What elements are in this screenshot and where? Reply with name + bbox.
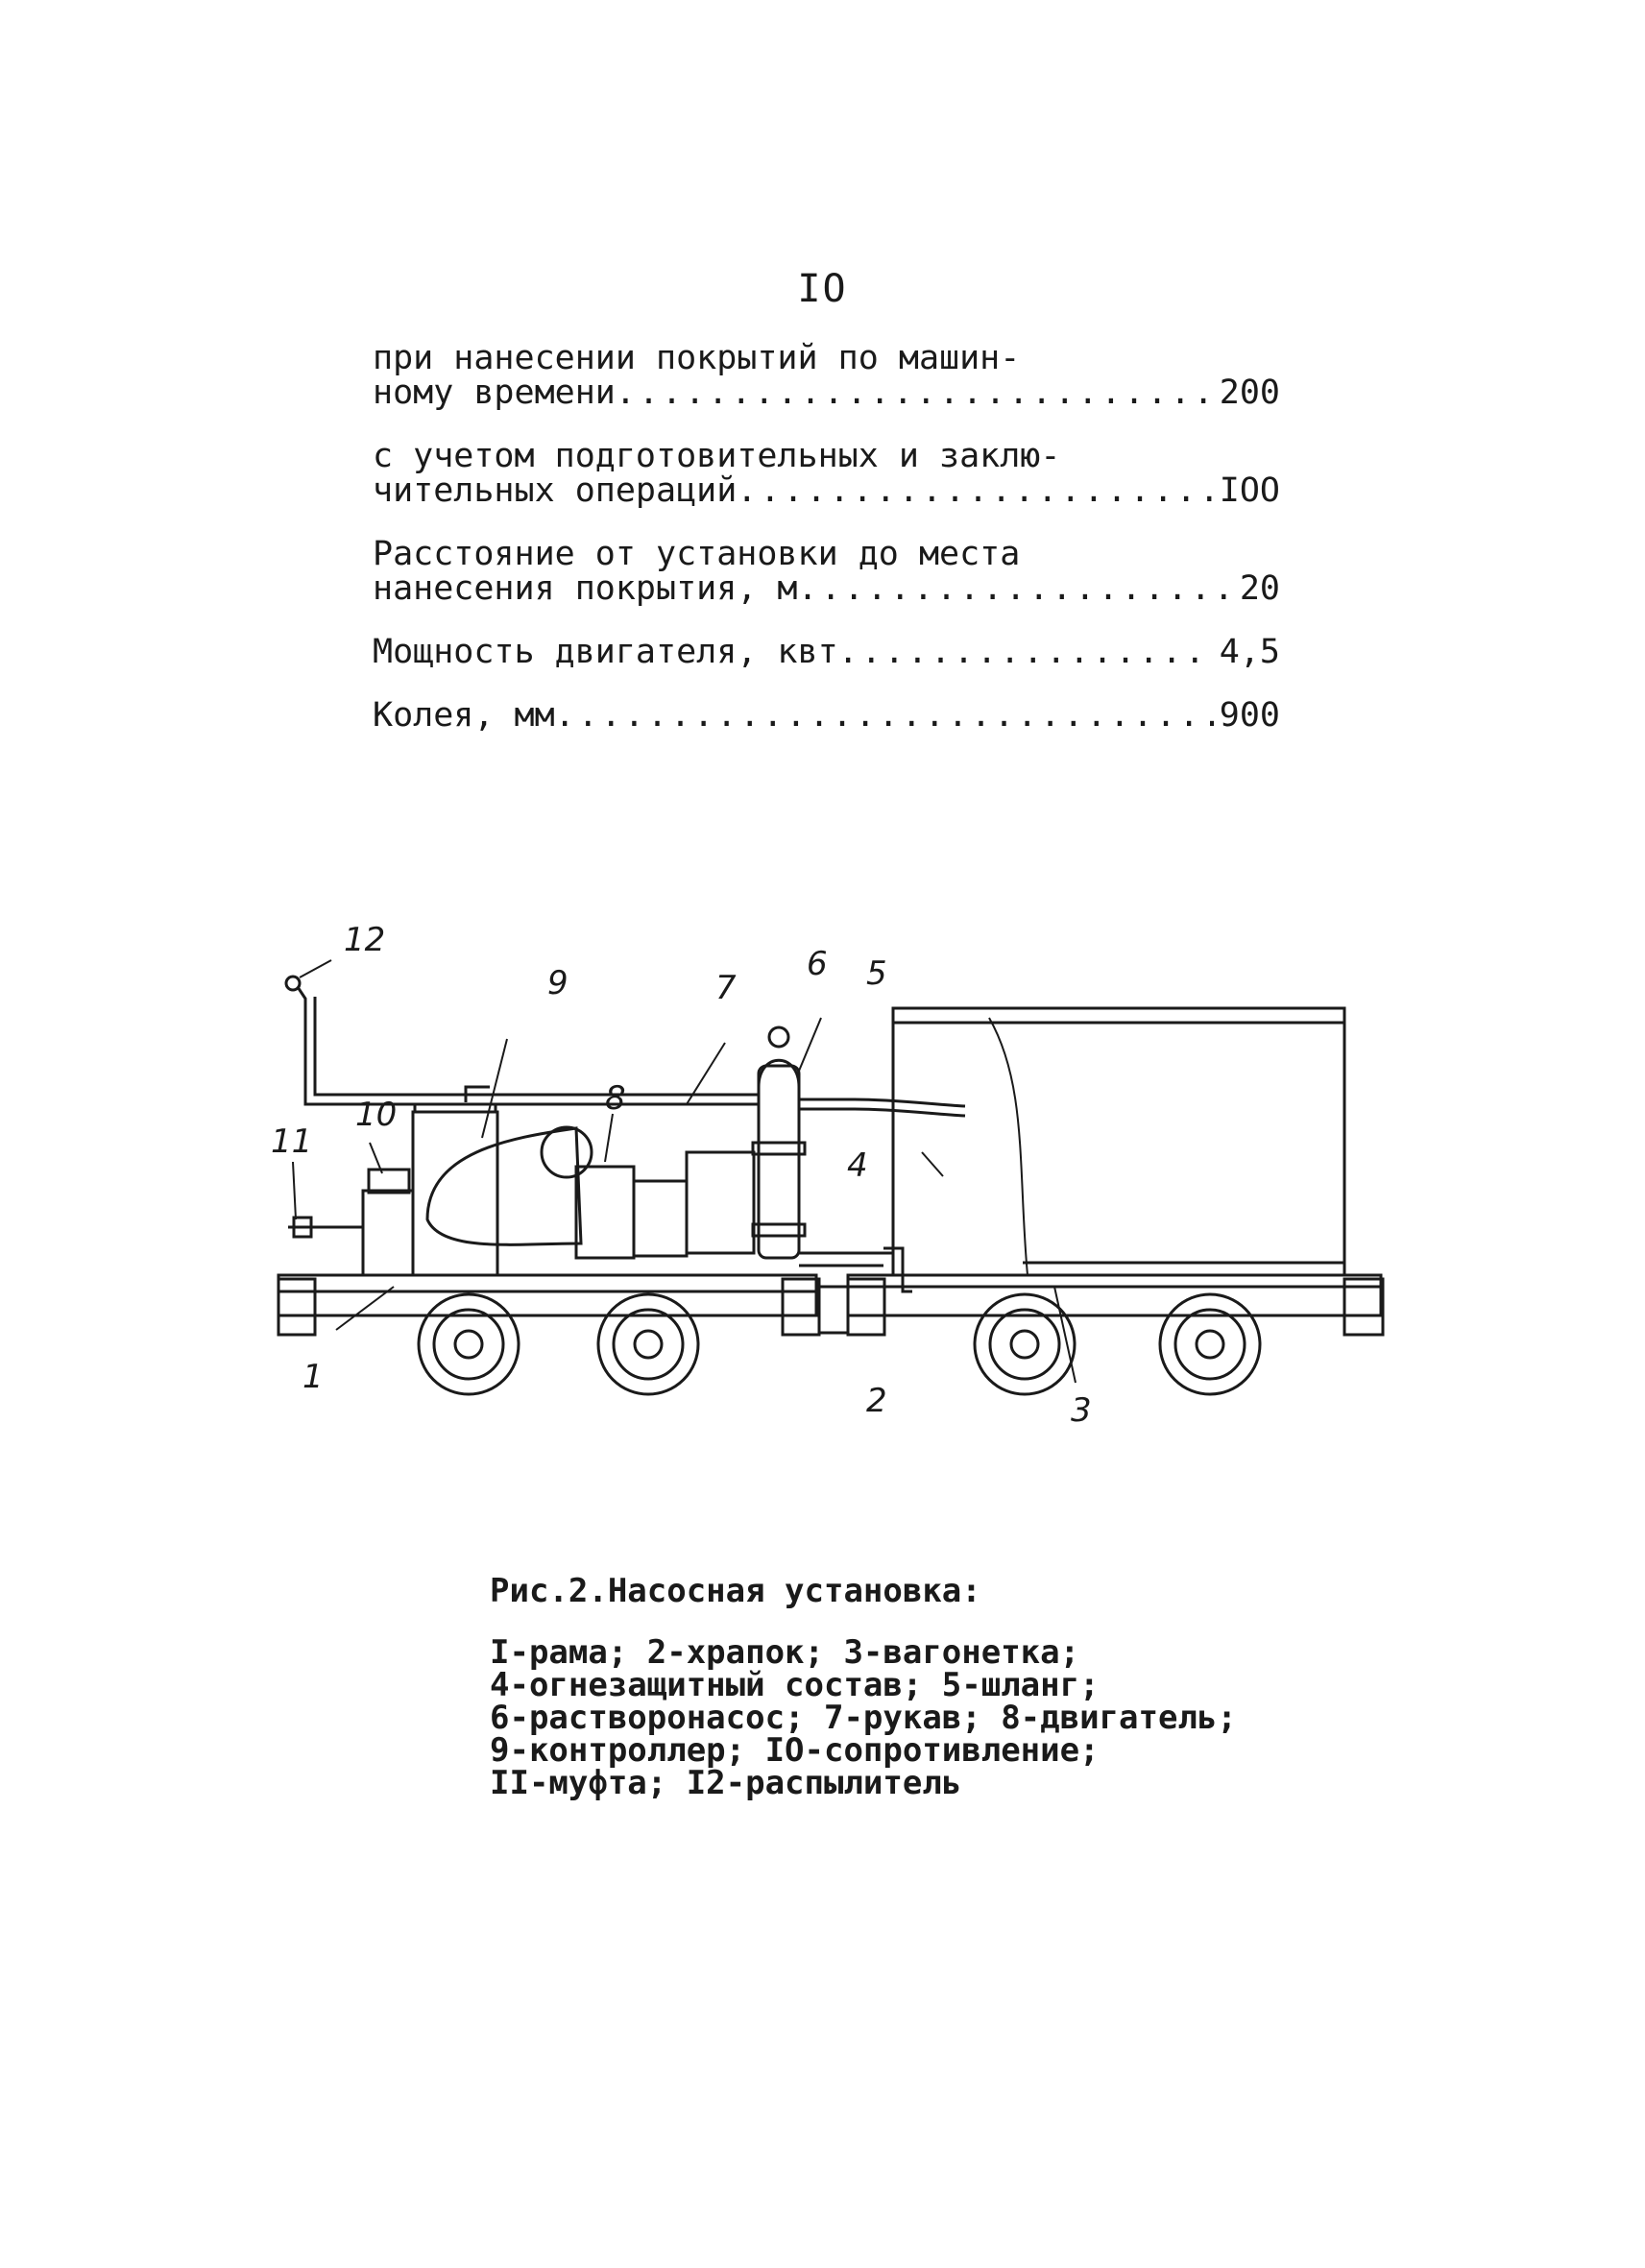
- spec-item-engine-power: Мощность двигателя, квт ................…: [373, 635, 1280, 669]
- tank: [891, 1006, 1346, 1277]
- spec-label-line: с учетом подготовительных и заклю-: [373, 437, 1061, 475]
- leader-dots: ........................................…: [837, 635, 1214, 669]
- spec-item-track-gauge: Колея, мм ..............................…: [373, 698, 1280, 733]
- caption-line: 9-контроллер; IO-сопротивление;: [490, 1731, 1100, 1770]
- leader-dots: ........................................…: [797, 571, 1234, 606]
- frame: [277, 1273, 818, 1317]
- caption-line: I-рама; 2-храпок; 3-вагонетка;: [490, 1633, 1080, 1672]
- leader-dots: ........................................…: [615, 375, 1214, 410]
- leader-dots: ........................................…: [554, 698, 1214, 733]
- page-number: IO: [797, 267, 848, 311]
- spec-label-last: нанесения покрытия, м: [373, 569, 798, 608]
- label-2: 2: [866, 1382, 887, 1420]
- spec-list: при нанесении покрытий по машин- ному вр…: [373, 341, 1280, 761]
- wheel: [596, 1292, 700, 1396]
- wheel: [1158, 1292, 1262, 1396]
- engine: [425, 1126, 583, 1246]
- wagon-frame: [846, 1273, 1383, 1317]
- caption-line: 4-огнезащитный состав; 5-шланг;: [490, 1666, 1100, 1704]
- caption-line: II-муфта; I2-распылитель: [490, 1764, 962, 1802]
- pump-unit-figure: 1 2 3 4 5 6 7 8 9 10 11 12: [259, 864, 1440, 1460]
- label-5: 5: [866, 954, 887, 993]
- caption-title: Рис.2.Насосная установка:: [490, 1572, 981, 1610]
- leader-dots: ........................................…: [737, 473, 1214, 508]
- label-10: 10: [355, 1096, 397, 1134]
- spec-label-last: ному времени: [373, 374, 616, 412]
- hose: [799, 1098, 966, 1108]
- spec-value: 4,5: [1219, 633, 1280, 671]
- pump: [757, 1064, 801, 1260]
- sprayer: [284, 975, 302, 992]
- pump-unit-drawing: 1 2 3 4 5 6 7 8 9 10 11 12: [271, 921, 1385, 1430]
- spec-item-prep-ops: с учетом подготовительных и заклю- чител…: [373, 439, 1280, 508]
- spec-value: 200: [1219, 374, 1280, 412]
- resistance-box: [361, 1189, 415, 1277]
- spec-label-last: Мощность двигателя, квт: [373, 633, 838, 671]
- spec-label-last: чительных операций: [373, 471, 738, 510]
- label-9: 9: [547, 964, 568, 1002]
- spec-label-last: Колея, мм: [373, 696, 555, 735]
- spec-label-line: при нанесении покрытий по машин-: [373, 339, 1021, 377]
- spec-value: IOO: [1219, 471, 1280, 510]
- label-4: 4: [847, 1146, 868, 1185]
- label-1: 1: [302, 1358, 324, 1396]
- spec-item-distance: Расстояние от установки до места нанесен…: [373, 537, 1280, 606]
- figure-caption: Рис.2.Насосная установка: I-рама; 2-храп…: [490, 1575, 1354, 1799]
- label-6: 6: [807, 945, 828, 983]
- wheel: [417, 1292, 520, 1396]
- controller: [411, 1110, 499, 1277]
- wheel: [973, 1292, 1077, 1396]
- sleeve: [296, 986, 759, 1106]
- spec-label-line: Расстояние от установки до места: [373, 535, 1021, 573]
- label-3: 3: [1071, 1391, 1092, 1430]
- label-8: 8: [605, 1079, 626, 1118]
- spec-item-machine-time: при нанесении покрытий по машин- ному вр…: [373, 341, 1280, 410]
- spec-value: 20: [1239, 569, 1280, 608]
- label-12: 12: [344, 921, 385, 959]
- caption-line: 6-растворонасос; 7-рукав; 8-двигатель;: [490, 1699, 1237, 1737]
- label-7: 7: [715, 969, 737, 1007]
- label-11: 11: [271, 1122, 312, 1161]
- spec-value: 900: [1219, 696, 1280, 735]
